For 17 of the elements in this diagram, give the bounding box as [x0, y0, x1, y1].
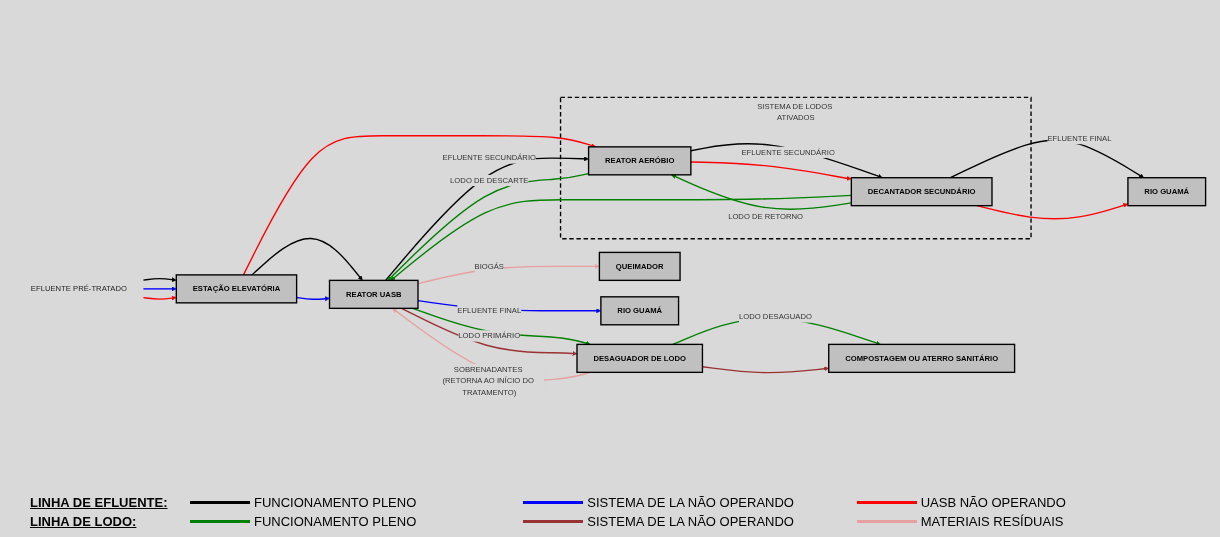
legend-text: MATERIAIS RESÍDUAIS — [920, 514, 1064, 529]
arrow — [142, 277, 177, 282]
arrow — [142, 286, 177, 292]
legend-text: FUNCIONAMENTO PLENO — [254, 514, 417, 529]
legend-heading: LINHA DE EFLUENTE: — [30, 495, 169, 510]
legend-text: SISTEMA DE LA NÃO OPERANDO — [587, 514, 794, 529]
arrow — [251, 237, 363, 281]
arrow — [690, 142, 883, 179]
legend-text: FUNCIONAMENTO PLENO — [254, 495, 417, 510]
arrow — [690, 161, 852, 181]
arrow — [392, 307, 592, 381]
legend-text: SISTEMA DE LA NÃO OPERANDO — [587, 495, 794, 510]
arrow — [142, 295, 177, 301]
legend-heading: LINHA DE LODO: — [30, 514, 138, 529]
arrow — [400, 307, 578, 356]
legend-text: UASB NÃO OPERANDO — [920, 495, 1066, 510]
arrow — [242, 134, 596, 276]
